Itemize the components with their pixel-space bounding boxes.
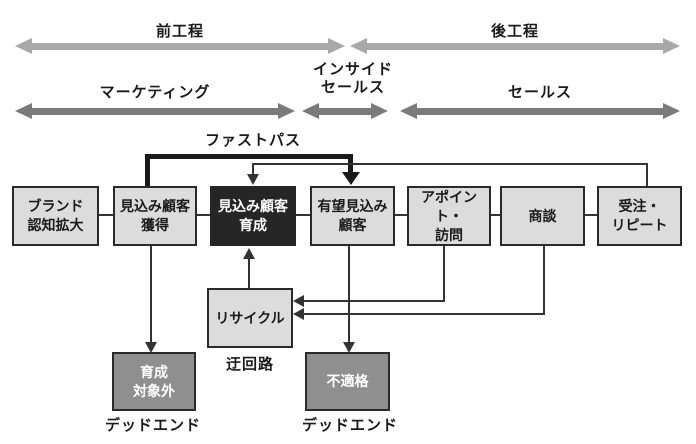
box-appointment-visit: アポイント・ 訪問 (407, 186, 491, 246)
phase-post-label: 後工程 (490, 23, 539, 40)
arrow-right-icon (328, 38, 345, 54)
lane-inside-sales-label: インサイド セールス (312, 61, 393, 96)
arrow-down-icon (247, 174, 259, 185)
arrow-down-icon (145, 342, 157, 353)
box-connector (296, 214, 310, 216)
recycle-to-nurturing-line (248, 258, 250, 288)
phase-pre-label: 前工程 (155, 23, 204, 40)
box-connector (395, 214, 407, 216)
box-brand-awareness: ブランド 認知拡大 (12, 186, 99, 246)
lane-marketing-label: マーケティング (99, 84, 211, 101)
sales-arrow (400, 103, 680, 119)
inside-sales-arrow (302, 103, 388, 119)
dead-end-caption-left: デッドエンド (104, 417, 201, 434)
box-disqualified: 不適格 (305, 352, 390, 411)
repeat-feedback-line (252, 163, 254, 175)
fast-path-line (145, 154, 150, 187)
arrow-up-icon (243, 248, 255, 259)
box-connector (585, 214, 597, 216)
negotiation-to-recycle-line (303, 313, 545, 315)
appointment-to-recycle-line (303, 300, 445, 302)
box-qualified-leads: 有望見込み 顧客 (310, 186, 395, 246)
qualified-to-deadend-line (348, 246, 350, 343)
box-recycle: リサイクル (207, 288, 293, 348)
arrow-right-icon (371, 103, 388, 119)
marketing-arrow (15, 103, 295, 119)
pre-phase-arrow (15, 38, 345, 54)
box-lead-acquisition: 見込み顧客 獲得 (113, 186, 197, 246)
appointment-to-recycle-line (443, 246, 445, 302)
box-connector (99, 214, 113, 216)
repeat-feedback-line (252, 163, 648, 165)
arrow-left-icon (15, 38, 32, 54)
acquisition-to-deadend-line (150, 246, 152, 343)
repeat-feedback-line (646, 163, 648, 186)
box-not-nurtured: 育成 対象外 (112, 352, 196, 411)
post-phase-arrow (350, 38, 680, 54)
arrow-left-icon (302, 103, 319, 119)
arrow-left-icon (15, 103, 32, 119)
fast-path-line (145, 154, 353, 159)
arrow-down-icon (343, 342, 355, 353)
arrow-right-icon (663, 103, 680, 119)
box-connector (197, 214, 210, 216)
arrow-left-icon (350, 38, 367, 54)
lane-sales-label: セールス (507, 84, 572, 101)
arrow-left-icon (293, 295, 304, 307)
arrow-left-icon (293, 308, 304, 320)
box-order-repeat: 受注・ リピート (597, 186, 682, 246)
recycle-caption: 迂回路 (225, 356, 274, 373)
negotiation-to-recycle-line (543, 246, 545, 315)
arrow-right-icon (278, 103, 295, 119)
arrow-right-icon (663, 38, 680, 54)
arrow-left-icon (400, 103, 417, 119)
box-negotiation: 商談 (500, 186, 585, 246)
box-lead-nurturing: 見込み顧客 育成 (210, 186, 296, 246)
fast-path-arrow-down-icon (342, 172, 360, 185)
fast-path-label: ファストパス (204, 132, 301, 149)
dead-end-caption-right: デッドエンド (301, 417, 398, 434)
box-connector (491, 214, 500, 216)
